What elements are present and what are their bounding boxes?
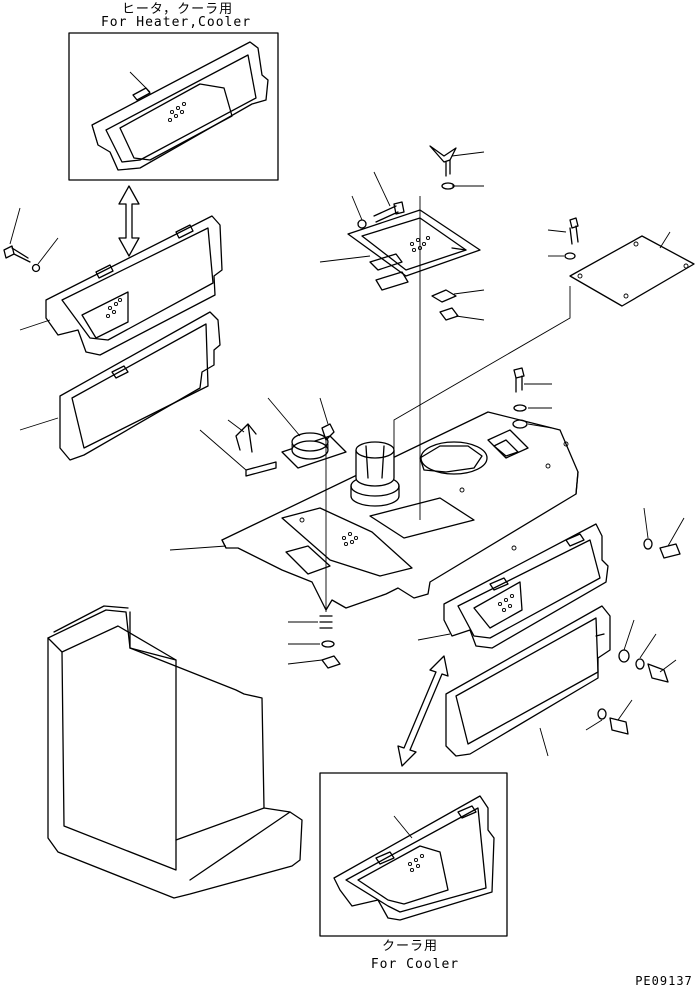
right-upper-side-cover bbox=[417, 523, 609, 649]
left-bolt bbox=[3, 245, 41, 273]
inset-frame-heater-cooler bbox=[68, 32, 279, 181]
right-side-bolts bbox=[585, 507, 685, 735]
radiator-frame bbox=[47, 605, 303, 899]
vent-holes-bottom bbox=[407, 853, 425, 873]
double-arrow-top bbox=[118, 185, 140, 257]
plate-bolt-washers bbox=[512, 367, 553, 429]
vent-holes-left bbox=[105, 297, 123, 319]
vent-holes-right bbox=[497, 593, 515, 613]
latch-parts bbox=[431, 289, 485, 321]
left-upper-side-cover bbox=[45, 215, 223, 356]
left-leaders bbox=[9, 207, 59, 431]
left-lower-side-cover bbox=[59, 311, 221, 461]
spring-clip-stack bbox=[287, 440, 341, 669]
exhaust-pipe bbox=[350, 441, 400, 507]
top-caption-jp: ヒータ，クーラ用 bbox=[121, 2, 234, 17]
inset-cover-heater-cooler bbox=[91, 41, 269, 171]
bracket-assembly bbox=[199, 419, 277, 477]
top-caption-en: For Heater,Cooler bbox=[100, 15, 252, 30]
right-lower-side-cover bbox=[445, 605, 611, 757]
bottom-caption-jp: クーラ用 bbox=[381, 939, 438, 954]
double-arrow-bottom bbox=[397, 655, 449, 767]
drawing-code: PE09137 bbox=[635, 974, 693, 988]
vent-holes-top bbox=[167, 101, 187, 123]
cap-clip bbox=[319, 397, 335, 441]
vent-holes-plate bbox=[341, 531, 359, 547]
right-access-cover bbox=[393, 217, 695, 458]
filler-cap bbox=[267, 397, 347, 469]
inset-cover-cooler bbox=[333, 795, 495, 921]
main-top-plate bbox=[169, 411, 579, 611]
top-bolt bbox=[351, 171, 405, 229]
inspection-cover-top bbox=[319, 209, 481, 291]
wing-bolt bbox=[419, 145, 485, 520]
inset-frame-cooler bbox=[319, 772, 508, 937]
bottom-caption-en: For Cooler bbox=[370, 957, 460, 972]
